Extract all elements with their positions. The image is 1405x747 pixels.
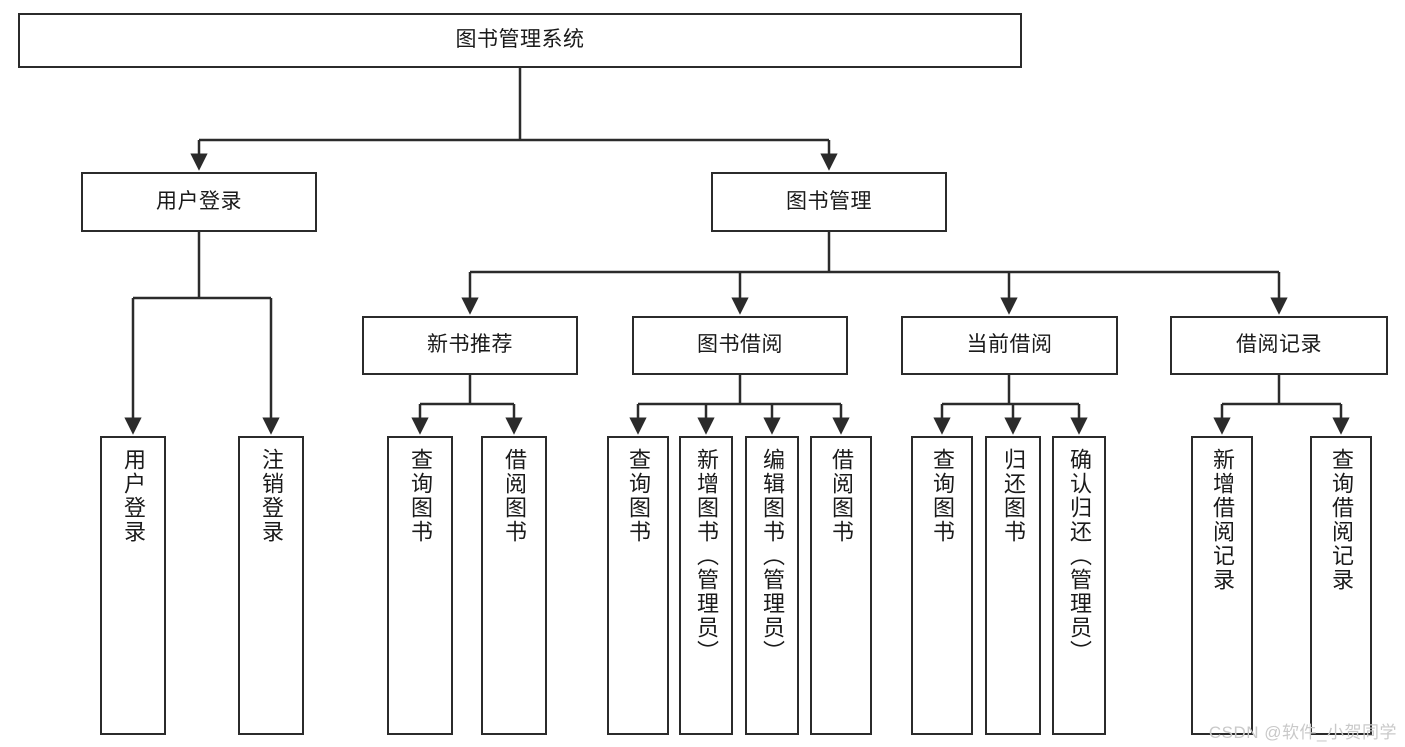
node-leaf-borrow-book-1[interactable]: 借阅图书 (481, 436, 547, 735)
node-root-label: 图书管理系统 (455, 28, 585, 52)
node-new-book-recommend[interactable]: 新书推荐 (362, 316, 578, 375)
node-new-book-recommend-label: 新书推荐 (427, 333, 513, 357)
node-book-borrow[interactable]: 图书借阅 (632, 316, 848, 375)
node-book-manage-label: 图书管理 (786, 189, 872, 213)
node-leaf-borrow-book-2-label: 借阅图书 (828, 448, 854, 544)
node-leaf-add-record[interactable]: 新增借阅记录 (1191, 436, 1253, 735)
node-leaf-query-book-1-label: 查询图书 (407, 448, 433, 544)
node-borrow-record[interactable]: 借阅记录 (1170, 316, 1388, 375)
node-leaf-query-book-2[interactable]: 查询图书 (607, 436, 669, 735)
node-current-borrow[interactable]: 当前借阅 (901, 316, 1118, 375)
node-leaf-query-book-1[interactable]: 查询图书 (387, 436, 453, 735)
node-root[interactable]: 图书管理系统 (18, 13, 1022, 68)
node-leaf-query-book-3-label: 查询图书 (929, 448, 955, 544)
node-borrow-record-label: 借阅记录 (1236, 333, 1322, 357)
node-leaf-query-record[interactable]: 查询借阅记录 (1310, 436, 1372, 735)
node-current-borrow-label: 当前借阅 (966, 333, 1053, 357)
node-leaf-query-book-2-label: 查询图书 (625, 448, 651, 544)
node-leaf-query-book-3[interactable]: 查询图书 (911, 436, 973, 735)
node-leaf-return-book[interactable]: 归还图书 (985, 436, 1041, 735)
node-user-login-label: 用户登录 (156, 189, 242, 213)
node-leaf-return-book-label: 归还图书 (1000, 448, 1026, 544)
node-user-login[interactable]: 用户登录 (81, 172, 317, 232)
node-leaf-edit-book[interactable]: 编辑图书（管理员） (745, 436, 799, 735)
node-leaf-confirm-return[interactable]: 确认归还（管理员） (1052, 436, 1106, 735)
watermark: CSDN @软件_小贺同学 (1208, 723, 1397, 742)
node-leaf-borrow-book-1-label: 借阅图书 (501, 448, 527, 544)
node-book-borrow-label: 图书借阅 (697, 333, 783, 357)
node-leaf-logout[interactable]: 注销登录 (238, 436, 304, 735)
node-leaf-borrow-book-2[interactable]: 借阅图书 (810, 436, 872, 735)
node-leaf-confirm-return-label: 确认归还（管理员） (1066, 448, 1092, 664)
node-leaf-user-login-label: 用户登录 (120, 448, 146, 544)
node-leaf-add-record-label: 新增借阅记录 (1209, 448, 1235, 592)
node-book-manage[interactable]: 图书管理 (711, 172, 947, 232)
node-leaf-logout-label: 注销登录 (258, 448, 284, 544)
node-leaf-user-login[interactable]: 用户登录 (100, 436, 166, 735)
node-leaf-add-book-label: 新增图书（管理员） (693, 448, 719, 664)
node-leaf-query-record-label: 查询借阅记录 (1328, 448, 1354, 592)
node-leaf-add-book[interactable]: 新增图书（管理员） (679, 436, 733, 735)
node-leaf-edit-book-label: 编辑图书（管理员） (759, 448, 785, 664)
